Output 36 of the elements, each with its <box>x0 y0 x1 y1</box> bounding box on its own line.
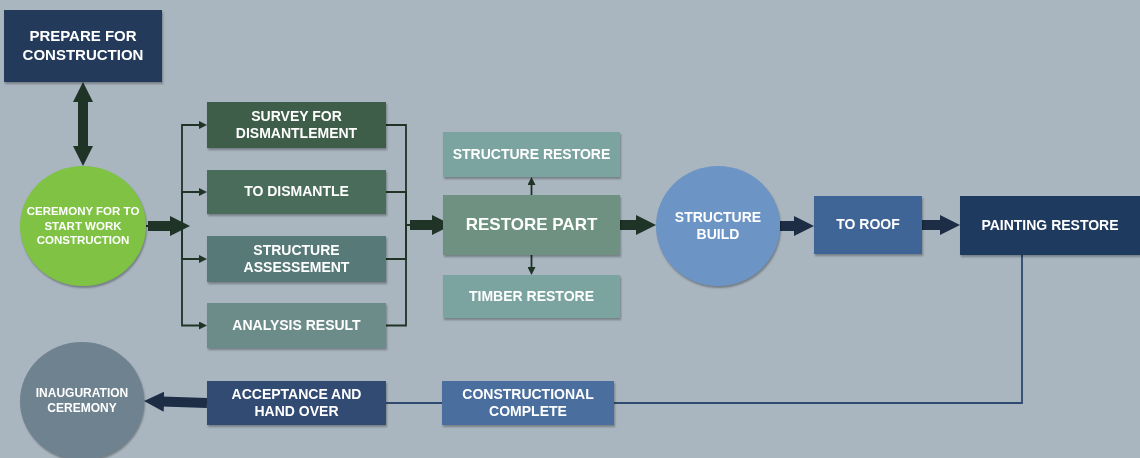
arrow <box>780 216 814 236</box>
node-label: ACCEPTANCE AND HAND OVER <box>230 385 363 421</box>
node-label: STRUCTURE ASSESSEMENT <box>242 241 351 277</box>
arrow <box>922 215 960 235</box>
node-label: TO ROOF <box>836 216 900 234</box>
process-box <box>443 275 620 318</box>
process-box <box>207 303 386 348</box>
process-box <box>443 195 620 255</box>
node-label: STRUCTURE BUILD <box>673 208 763 244</box>
connector-line <box>613 254 1023 404</box>
node-label: SURVEY FOR DISMANTLEMENT <box>234 107 359 143</box>
arrow <box>620 215 656 235</box>
node-label: INAUGURATION CEREMONY <box>34 386 130 416</box>
node-label: PREPARE FOR CONSTRUCTION <box>21 27 145 65</box>
node-label: CONSTRUCTIONAL COMPLETE <box>461 385 595 421</box>
process-box <box>442 381 614 425</box>
arrow <box>73 82 93 166</box>
node-label: TIMBER RESTORE <box>469 287 594 306</box>
process-box <box>207 170 386 214</box>
node-label: CEREMONY FOR TO START WORK CONSTRUCTION <box>25 204 141 248</box>
process-box <box>443 132 620 177</box>
process-box <box>207 236 386 282</box>
process-box <box>207 381 386 425</box>
process-box <box>960 196 1140 255</box>
process-box <box>207 102 386 148</box>
arrow <box>527 177 536 196</box>
arrow <box>527 254 536 275</box>
node-label: TO DISMANTLE <box>244 183 349 201</box>
node-label: ANALYSIS RESULT <box>232 316 361 335</box>
node-label: STRUCTURE RESTORE <box>452 145 611 164</box>
node-label: PAINTING RESTORE <box>981 216 1119 235</box>
connector-line <box>385 402 443 404</box>
process-box <box>814 196 922 254</box>
process-box <box>4 10 162 82</box>
arrow <box>144 391 208 412</box>
node-label: RESTORE PART <box>465 214 598 236</box>
